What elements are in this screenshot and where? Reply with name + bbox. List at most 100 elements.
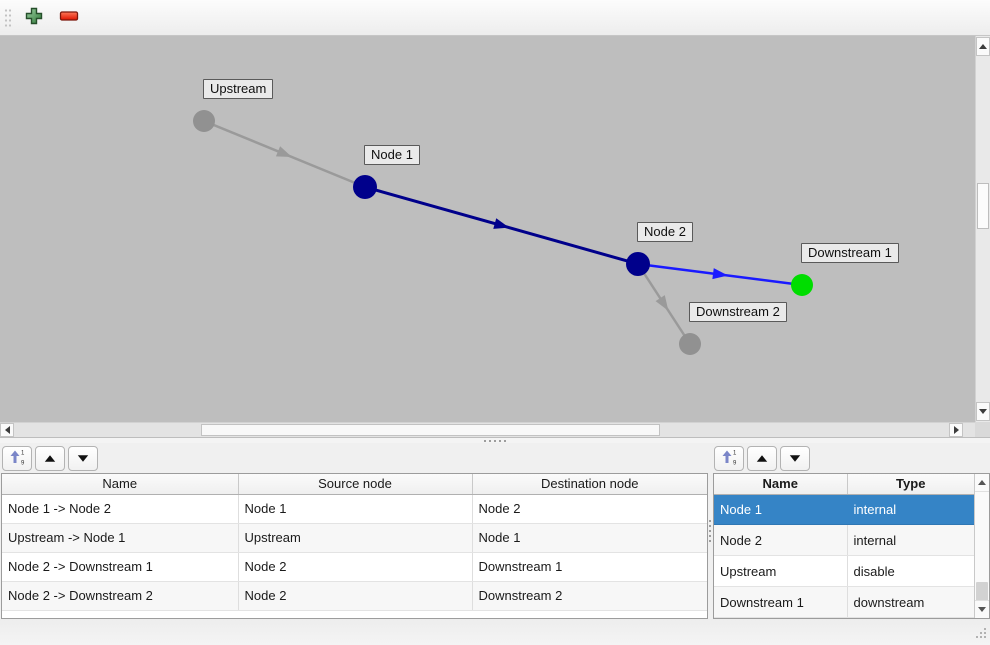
triangle-down-icon bbox=[789, 454, 801, 462]
node-label[interactable]: Node 2 bbox=[637, 222, 693, 242]
scroll-up-button[interactable] bbox=[976, 37, 990, 56]
graph-node[interactable] bbox=[353, 175, 377, 199]
svg-text:1: 1 bbox=[733, 450, 737, 456]
scroll-down-button[interactable] bbox=[976, 402, 990, 421]
column-header[interactable]: Source node bbox=[238, 474, 473, 495]
nodes-move-up-button[interactable] bbox=[747, 445, 777, 471]
resize-grip-icon[interactable] bbox=[974, 626, 987, 642]
edges-sort-button[interactable]: 1 9 bbox=[2, 445, 32, 471]
column-header[interactable]: Destination node bbox=[472, 474, 707, 495]
graph-node[interactable] bbox=[679, 333, 701, 355]
cell[interactable]: Upstream bbox=[238, 523, 473, 553]
nodes-move-down-button[interactable] bbox=[780, 445, 810, 471]
edge-arrowhead-icon bbox=[712, 268, 728, 280]
node-label[interactable]: Downstream 1 bbox=[801, 243, 899, 263]
cell[interactable]: Node 2 bbox=[472, 494, 707, 524]
cell[interactable]: Node 2 bbox=[238, 552, 473, 582]
cell[interactable]: Node 1 bbox=[472, 523, 707, 553]
remove-button[interactable] bbox=[55, 4, 83, 32]
cell[interactable]: Node 2 -> Downstream 2 bbox=[2, 581, 239, 611]
canvas-vertical-scrollbar[interactable] bbox=[975, 36, 990, 422]
edges-toolbar: 1 9 bbox=[0, 443, 708, 473]
cell[interactable]: Downstream 1 bbox=[714, 586, 848, 618]
svg-text:9: 9 bbox=[21, 460, 25, 466]
scroll-left-button[interactable] bbox=[0, 423, 14, 437]
sort-ascending-icon: 1 9 bbox=[720, 448, 738, 469]
cell[interactable]: Node 1 bbox=[714, 494, 848, 526]
cell[interactable]: internal bbox=[847, 494, 974, 526]
cell[interactable]: Upstream bbox=[714, 555, 848, 588]
triangle-down-icon bbox=[77, 454, 89, 462]
status-band bbox=[0, 619, 990, 645]
triangle-left-icon bbox=[4, 426, 10, 434]
cell[interactable]: Downstream 1 bbox=[472, 552, 707, 582]
graph-node[interactable] bbox=[626, 252, 650, 276]
vertical-splitter[interactable] bbox=[708, 443, 712, 619]
svg-text:9: 9 bbox=[733, 460, 737, 466]
cell[interactable]: Node 1 -> Node 2 bbox=[2, 494, 239, 524]
triangle-right-icon bbox=[953, 426, 959, 434]
cell[interactable]: internal bbox=[847, 524, 974, 557]
nodes-toolbar: 1 9 bbox=[712, 443, 990, 473]
cell[interactable]: Upstream -> Node 1 bbox=[2, 523, 239, 553]
cell[interactable]: Node 2 -> Downstream 1 bbox=[2, 552, 239, 582]
column-header[interactable]: Name bbox=[714, 474, 848, 495]
horizontal-splitter[interactable] bbox=[0, 437, 990, 443]
cell[interactable]: downstream bbox=[847, 586, 974, 618]
node-label[interactable]: Downstream 2 bbox=[689, 302, 787, 322]
scroll-up-button[interactable] bbox=[975, 474, 989, 492]
triangle-up-icon bbox=[756, 454, 768, 462]
sort-ascending-icon: 1 9 bbox=[8, 448, 26, 469]
plus-icon bbox=[25, 7, 43, 28]
minus-icon bbox=[59, 10, 79, 25]
main-toolbar bbox=[0, 0, 990, 36]
horizontal-scroll-thumb[interactable] bbox=[201, 424, 660, 436]
cell[interactable]: Node 1 bbox=[238, 494, 473, 524]
edges-move-up-button[interactable] bbox=[35, 445, 65, 471]
graph-node[interactable] bbox=[791, 274, 813, 296]
scroll-down-button[interactable] bbox=[975, 600, 989, 618]
column-header[interactable]: Type bbox=[847, 474, 974, 495]
edge-arrowhead-icon bbox=[275, 146, 292, 158]
edge-arrowhead-icon bbox=[493, 218, 510, 229]
svg-text:1: 1 bbox=[21, 450, 25, 456]
triangle-up-icon bbox=[978, 480, 986, 485]
cell[interactable]: Downstream 2 bbox=[472, 581, 707, 611]
column-header[interactable]: Name bbox=[2, 474, 239, 495]
vertical-scroll-thumb[interactable] bbox=[977, 183, 989, 229]
add-button[interactable] bbox=[20, 4, 48, 32]
nodes-sort-button[interactable]: 1 9 bbox=[714, 445, 744, 471]
toolbar-grip[interactable] bbox=[4, 6, 13, 29]
scroll-right-button[interactable] bbox=[949, 423, 963, 437]
triangle-down-icon bbox=[979, 409, 987, 414]
edges-move-down-button[interactable] bbox=[68, 445, 98, 471]
triangle-up-icon bbox=[979, 44, 987, 49]
edge-arrowhead-icon bbox=[655, 295, 669, 311]
graph-edges-layer bbox=[193, 110, 813, 355]
cell[interactable]: Node 2 bbox=[714, 524, 848, 557]
nodes-table-scrollbar[interactable] bbox=[974, 474, 989, 618]
node-label[interactable]: Upstream bbox=[203, 79, 274, 99]
graph-node[interactable] bbox=[193, 110, 215, 132]
node-label[interactable]: Node 1 bbox=[364, 145, 420, 165]
cell[interactable]: disable bbox=[847, 555, 974, 588]
canvas-horizontal-scrollbar[interactable] bbox=[0, 422, 975, 437]
cell[interactable]: Node 2 bbox=[238, 581, 473, 611]
